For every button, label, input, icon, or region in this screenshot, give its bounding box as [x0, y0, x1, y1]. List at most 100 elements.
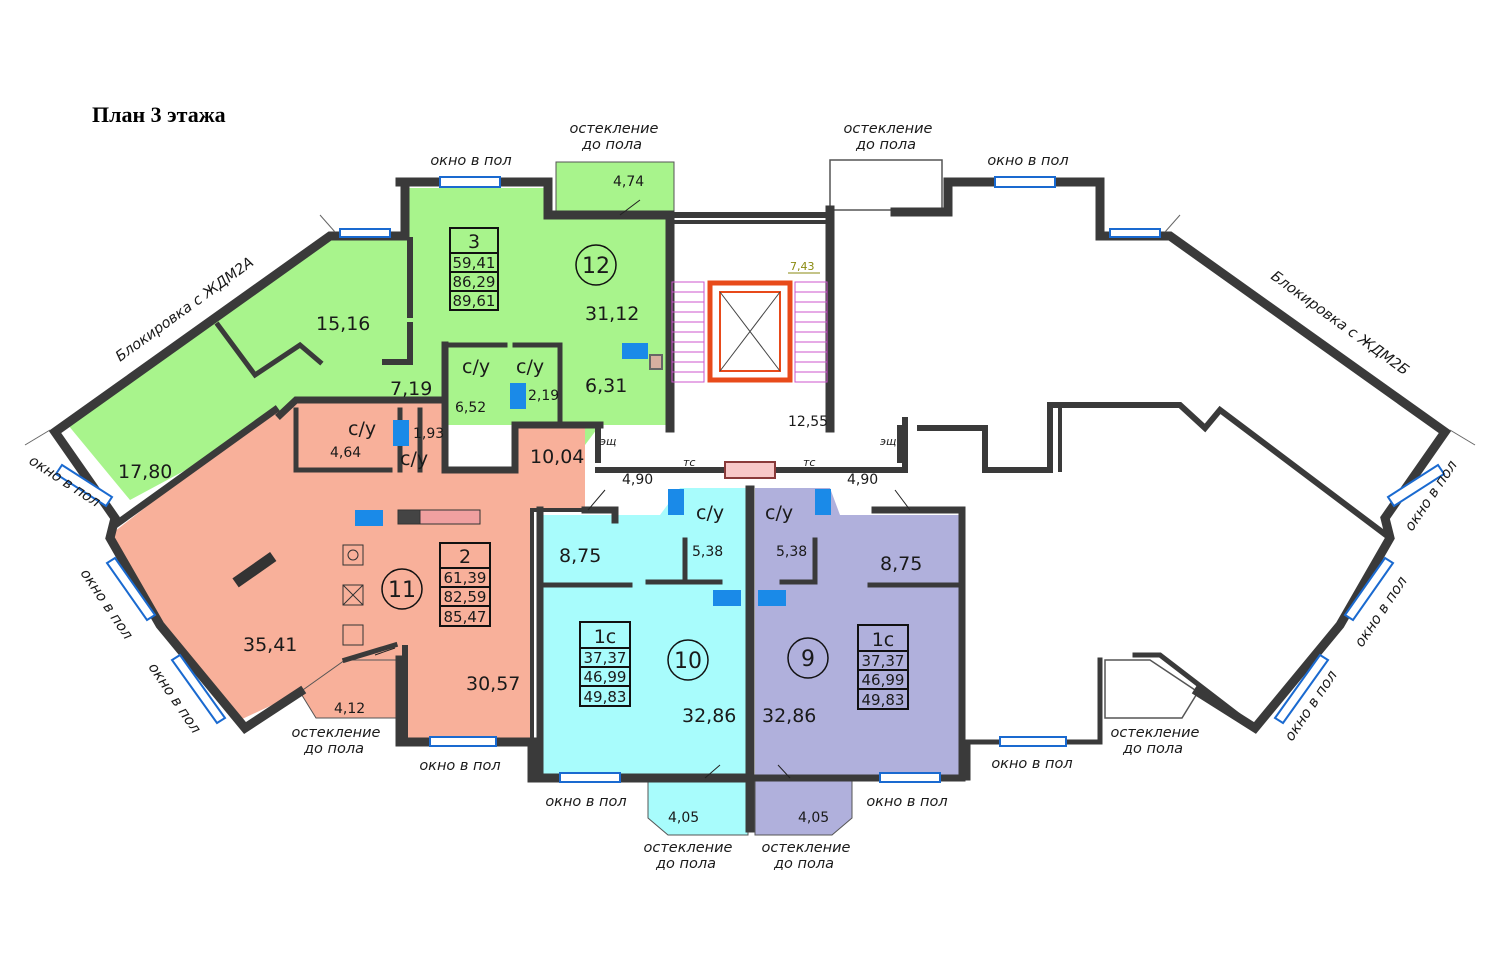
ts-left: тс [683, 456, 695, 469]
window-label-6: окно в пол [866, 794, 947, 810]
apt-12-area-2: 86,29 [453, 273, 496, 291]
area-bedroom-12: 15,16 [316, 313, 370, 335]
su-label-9: с/у [765, 502, 793, 524]
window-label-1: окно в пол [430, 153, 511, 169]
apt-11-area-1: 61,39 [444, 569, 487, 587]
info-box-apt-9: 1с 37,37 46,99 49,83 9 [787, 624, 909, 710]
apt-10-area-1: 37,37 [584, 649, 627, 667]
bathroom-labels: с/у с/у с/у с/у с/у с/у [348, 356, 793, 524]
area-balcony-9: 4,05 [798, 810, 829, 826]
apt-12-area-3: 89,61 [453, 292, 496, 310]
area-balcony-12: 4,74 [613, 174, 644, 190]
glazing-rb-line1: остекление [1111, 725, 1200, 741]
windows [54, 176, 1446, 783]
apt-10-area-3: 49,83 [584, 688, 627, 706]
glazing-9-line2: до пола [773, 856, 834, 872]
stairs-left [671, 281, 705, 383]
kitchen-fixtures [232, 509, 481, 646]
su-label-12a: с/у [462, 356, 490, 378]
area-living-12: 31,12 [585, 303, 639, 325]
glazing-12-line2: до пола [581, 137, 642, 153]
apt-9-number: 9 [801, 647, 815, 672]
glazing-11-line2: до пола [303, 741, 364, 757]
area-vestibule-right: 4,90 [847, 472, 878, 488]
area-su-12a: 6,52 [455, 400, 486, 416]
apt-12-rooms: 3 [468, 231, 480, 253]
apartment-11-area [110, 400, 585, 740]
balcony-9-fill [754, 777, 853, 836]
apt-9-area-1: 37,37 [862, 652, 905, 670]
area-su-10: 5,38 [692, 544, 723, 560]
equipment-labels: эщ эщ тс тс [600, 435, 896, 469]
apt-11-rooms: 2 [459, 546, 471, 568]
glazing-right-line1: остекление [844, 121, 933, 137]
vent-shaft [649, 354, 663, 370]
area-living-10: 32,86 [682, 705, 736, 727]
area-kitchen-11: 30,57 [466, 673, 520, 695]
glazing-10-line2: до пола [655, 856, 716, 872]
apt-10-number: 10 [674, 649, 702, 674]
area-su-9: 5,38 [776, 544, 807, 560]
window-label-3: окно в пол [419, 758, 500, 774]
balcony-10-fill [647, 777, 749, 836]
glazing-rb-line2: до пола [1122, 741, 1183, 757]
apt-9-area-2: 46,99 [862, 671, 905, 689]
glazing-10-line1: остекление [644, 840, 733, 856]
apt-11-area-2: 82,59 [444, 588, 487, 606]
window-label-2: окно в пол [987, 153, 1068, 169]
area-hall-10: 8,75 [559, 545, 601, 567]
info-box-apt-10: 1с 37,37 46,99 49,83 10 [579, 621, 709, 707]
window-label-5: окно в пол [545, 794, 626, 810]
glazing-11-line1: остекление [292, 725, 381, 741]
area-balcony-11: 4,12 [334, 701, 365, 717]
apt-9-rooms: 1с [872, 629, 895, 651]
esch-left: эщ [600, 435, 616, 448]
glazing-labels: остекление до пола остекление до пола ос… [292, 121, 1200, 872]
apartment-10-area [540, 488, 749, 836]
su-label-12b: с/у [516, 356, 544, 378]
area-living-11: 35,41 [243, 634, 297, 656]
apt-12-number: 12 [582, 254, 610, 279]
area-su-12b: 2,19 [528, 388, 559, 404]
area-balcony-10: 4,05 [668, 810, 699, 826]
apt-12-area-1: 59,41 [453, 254, 496, 272]
room-area-labels: 4,74 31,12 15,16 7,19 6,52 2,19 6,31 17,… [118, 174, 922, 826]
balcony-12-fill [555, 161, 675, 213]
window-label-4: окно в пол [991, 756, 1072, 772]
stairs-right [794, 281, 828, 383]
glazing-right-line2: до пола [855, 137, 916, 153]
su-label-11b: с/у [400, 448, 428, 470]
area-hall-9: 8,75 [880, 553, 922, 575]
esch-right: эщ [880, 435, 896, 448]
info-box-apt-11: 2 61,39 82,59 85,47 11 [381, 542, 491, 627]
area-lift-hall: 7,43 [790, 260, 815, 273]
apartment-10-fill [540, 488, 748, 775]
utility-shaft [724, 461, 776, 479]
apt-11-area-3: 85,47 [444, 608, 487, 626]
area-corridor: 12,55 [788, 414, 828, 430]
stair-core [649, 280, 828, 479]
area-su-11a: 4,64 [330, 445, 361, 461]
area-su-11b: 1,93 [413, 426, 444, 442]
lift-shaft [707, 280, 793, 383]
area-hall-11: 10,04 [530, 446, 584, 468]
glazing-12-line1: остекление [570, 121, 659, 137]
su-label-11a: с/у [348, 418, 376, 440]
risers [355, 343, 831, 606]
glazing-9-line1: остекление [762, 840, 851, 856]
apt-11-number: 11 [388, 578, 416, 603]
area-vestibule-left: 4,90 [622, 472, 653, 488]
site-lines [24, 214, 1476, 446]
doors [374, 199, 911, 779]
area-room-12c: 17,80 [118, 461, 172, 483]
apt-10-rooms: 1с [594, 626, 617, 648]
area-living-9: 32,86 [762, 705, 816, 727]
apt-10-area-2: 46,99 [584, 668, 627, 686]
page-title: План 3 этажа [92, 102, 226, 127]
apartment-11-fill [110, 400, 585, 740]
apt-9-area-3: 49,83 [862, 691, 905, 709]
apartment-9-area [754, 488, 965, 836]
apartment-9-fill [755, 488, 965, 775]
